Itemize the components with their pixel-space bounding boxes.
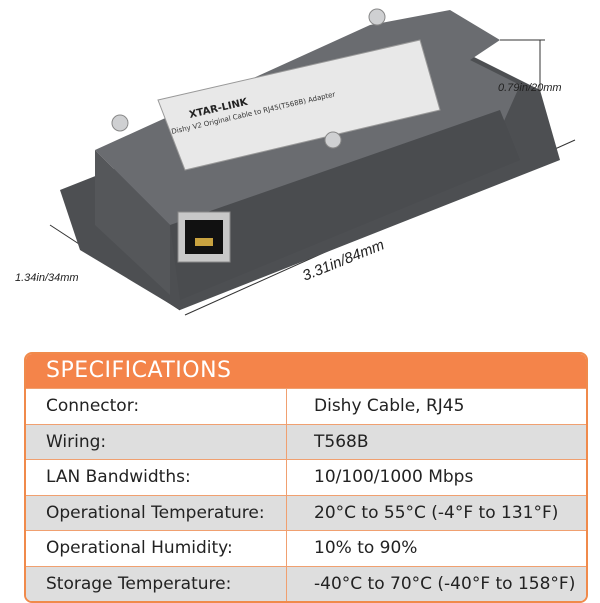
spec-value: 20°C to 55°C (-4°F to 131°F): [314, 502, 559, 523]
table-row: LAN Bandwidths: 10/100/1000 Mbps: [26, 459, 586, 495]
table-row: Operational Temperature: 20°C to 55°C (-4…: [26, 494, 586, 530]
device-side: [170, 110, 520, 300]
table-row: Operational Humidity: 10% to 90%: [26, 530, 586, 566]
spec-value: Dishy Cable, RJ45: [314, 396, 465, 416]
device-front: [95, 150, 170, 295]
specifications-title: SPECIFICATIONS: [26, 354, 586, 388]
spec-label: Operational Humidity:: [26, 531, 287, 566]
table-row: Connector: Dishy Cable, RJ45: [26, 388, 586, 424]
rj45-port-icon: [177, 211, 231, 263]
spec-value: 10/100/1000 Mbps: [314, 467, 474, 487]
height-dimension: 0.79in/20mm: [498, 82, 562, 94]
adapter-product-image: XTAR-LINK Dishy V2 Original Cable to RJ4…: [49, 8, 576, 316]
specifications-table: SPECIFICATIONS Connector: Dishy Cable, RJ…: [24, 352, 588, 603]
spec-label: Operational Temperature:: [26, 495, 287, 530]
table-row: Storage Temperature: -40°C to 70°C (-40°F…: [26, 565, 586, 601]
spec-label: Connector:: [26, 389, 287, 424]
width-dimension: 1.34in/34mm: [15, 272, 79, 284]
spec-value: 10% to 90%: [314, 538, 418, 558]
screw-icons: [111, 8, 386, 149]
spec-value: -40°C to 70°C (-40°F to 158°F): [314, 573, 576, 594]
spec-value: T568B: [314, 431, 369, 452]
spec-label: LAN Bandwidths:: [26, 460, 287, 495]
spec-label: Wiring:: [26, 424, 287, 459]
product-label: XTAR-LINK Dishy V2 Original Cable to RJ4…: [157, 39, 441, 171]
table-row: Wiring: T568B: [26, 423, 586, 459]
spec-label: Storage Temperature:: [26, 566, 287, 601]
